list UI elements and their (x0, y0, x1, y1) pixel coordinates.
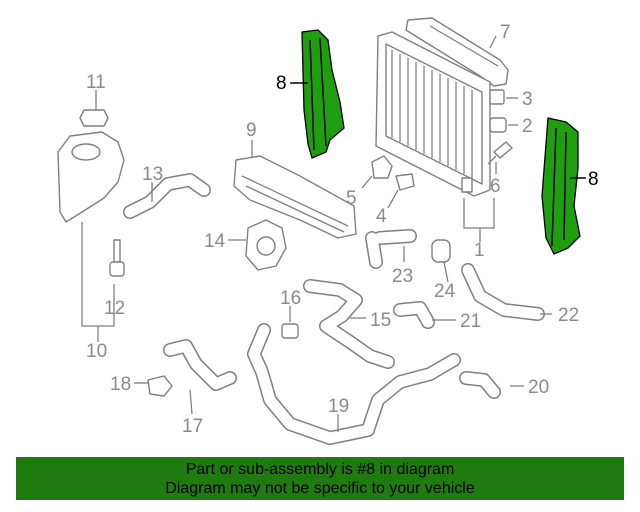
callout-1: 1 (474, 240, 485, 261)
callout-8-right: 8 (588, 169, 599, 190)
callout-3: 3 (522, 89, 533, 110)
banner-line-1: Part or sub-assembly is #8 in diagram (185, 461, 455, 478)
part-13-hose (123, 173, 211, 219)
callout-7: 7 (500, 22, 511, 43)
part-23-hose (365, 229, 417, 269)
part-8-right-air-deflector (541, 117, 581, 255)
callout-4: 4 (376, 206, 387, 227)
callout-18: 18 (110, 374, 131, 395)
part-22-hose (461, 263, 545, 321)
callout-5: 5 (346, 188, 357, 209)
callout-2: 2 (522, 116, 533, 137)
part-19-hose (247, 323, 461, 445)
radiator (375, 31, 491, 197)
callout-10: 10 (86, 341, 107, 362)
leader-lines (81, 35, 586, 432)
part-5-mount (371, 155, 393, 179)
callout-12: 12 (104, 298, 125, 319)
callout-17: 17 (182, 416, 203, 437)
callout-19: 19 (328, 396, 349, 417)
part-15-hose (303, 279, 395, 369)
part-16-fitting (281, 323, 299, 339)
callout-16: 16 (280, 288, 301, 309)
part-14-water-pump (245, 219, 287, 271)
part-2-grommet (489, 117, 507, 133)
callout-13: 13 (142, 164, 163, 185)
callout-20: 20 (528, 377, 549, 398)
callout-6: 6 (490, 176, 501, 197)
part-10-expansion-tank (57, 131, 125, 223)
banner-line-2: Diagram may not be specific to your vehi… (165, 480, 475, 497)
part-4-mount (395, 173, 415, 191)
part-6-bolt (487, 141, 513, 165)
part-17-hose (163, 339, 237, 391)
part-8-left-air-deflector (301, 29, 345, 159)
part-18-cap (147, 375, 173, 397)
part-7-upper-bracket (405, 17, 509, 87)
callout-11: 11 (86, 72, 106, 93)
callout-14: 14 (204, 231, 226, 252)
part-21-hose (393, 301, 435, 329)
part-11-cap (79, 109, 109, 127)
callout-8-left: 8 (276, 73, 287, 94)
part-3-bracket (489, 89, 505, 105)
part-20-hose (459, 371, 501, 399)
callout-labels: 7 8 8 3 2 6 1 9 11 13 14 5 4 12 10 23 24… (86, 22, 599, 437)
callout-23: 23 (392, 266, 413, 287)
part-9-shroud (233, 155, 357, 239)
callout-21: 21 (460, 311, 481, 332)
callout-15: 15 (370, 310, 391, 331)
info-banner: Part or sub-assembly is #8 in diagram Di… (16, 457, 624, 500)
callout-24: 24 (434, 281, 456, 302)
part-24-seal (431, 239, 451, 263)
part-12-sensor (109, 239, 125, 277)
callout-9: 9 (246, 120, 257, 141)
callout-22: 22 (558, 305, 579, 326)
